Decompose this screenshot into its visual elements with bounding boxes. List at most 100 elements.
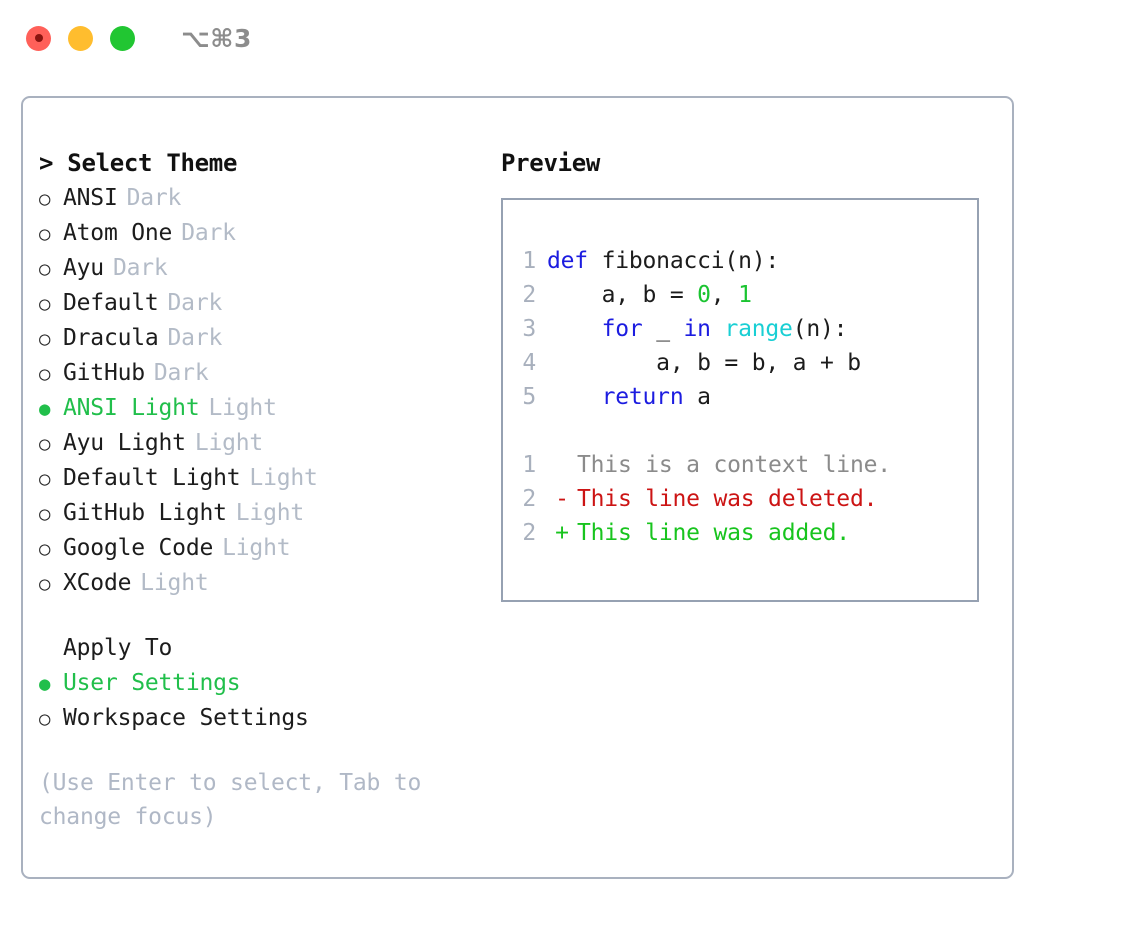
diff-marker: +: [555, 520, 569, 546]
theme-option-tag: Light: [235, 500, 305, 526]
diff-line-text: This is a context line.: [577, 452, 891, 478]
diff-line-text: This line was deleted.: [577, 486, 878, 512]
theme-option-label: Dracula: [63, 325, 159, 351]
code-token-kw: def: [547, 248, 602, 274]
theme-option-tag: Dark: [153, 360, 209, 386]
close-window-button[interactable]: [26, 25, 51, 51]
code-line-text: def fibonacci(n):: [547, 244, 779, 278]
theme-option-tag: Dark: [167, 325, 223, 351]
radio-unselected-icon: ○: [39, 538, 51, 560]
code-line-number: 2: [522, 282, 536, 308]
minimize-window-button[interactable]: [68, 25, 93, 51]
theme-option-tag: Dark: [112, 255, 168, 281]
radio-unselected-icon: ○: [39, 433, 51, 455]
code-token-kw: return: [601, 384, 698, 410]
code-token-kw: for: [601, 316, 657, 342]
theme-option-ayu-light[interactable]: ○ Ayu Light Light: [39, 426, 489, 461]
theme-option-label: XCode: [63, 570, 132, 596]
preview-heading: Preview: [501, 149, 601, 177]
radio-unselected-icon: ○: [39, 188, 51, 210]
apply-to-heading: ○ Apply To: [39, 631, 489, 666]
theme-option-default[interactable]: ○ Default Dark: [39, 286, 489, 321]
maximize-window-button[interactable]: [110, 25, 135, 51]
theme-option-tag: Dark: [167, 290, 223, 316]
radio-unselected-icon: ○: [39, 363, 51, 385]
code-token-fn: range: [724, 316, 793, 342]
code-line: 2 a, b = 0, 1: [517, 278, 977, 312]
diff-line-ctx: 1 This is a context line.: [517, 448, 977, 482]
apply-to-group: ○ Apply To ●User Settings○Workspace Sett…: [39, 631, 489, 736]
theme-option-tag: Light: [140, 570, 209, 596]
code-token-pl: _: [656, 316, 684, 342]
radio-unselected-icon: ○: [39, 293, 51, 315]
title-bar: ⌥⌘3: [0, 0, 1140, 76]
theme-option-label: Google Code: [63, 535, 214, 561]
radio-unselected-icon: ○: [39, 258, 51, 280]
theme-option-tag: Dark: [126, 185, 182, 211]
radio-selected-icon: ●: [39, 398, 51, 420]
theme-option-default-light[interactable]: ○ Default Light Light: [39, 461, 489, 496]
code-token-pl: fibonacci(n):: [601, 248, 780, 274]
code-token-pl: a, b = b, a + b: [547, 350, 861, 376]
code-line: 3 for _ in range(n):: [517, 312, 977, 346]
theme-option-label: Default Light: [63, 465, 241, 491]
theme-option-github-light[interactable]: ○ GitHub Light Light: [39, 496, 489, 531]
radio-unselected-icon: ○: [39, 573, 51, 595]
radio-unselected-icon: ○: [39, 223, 51, 245]
code-token-pl: ,: [710, 282, 739, 308]
code-line-text: a, b = b, a + b: [547, 346, 861, 380]
code-line: 4 a, b = b, a + b: [517, 346, 977, 380]
theme-option-ansi[interactable]: ○ ANSI Dark: [39, 181, 489, 216]
diff-preview: 1 This is a context line.2-This line was…: [517, 448, 977, 550]
traffic-lights: [26, 25, 135, 51]
apply-to-option-label: User Settings: [63, 670, 241, 696]
code-line: 5 return a: [517, 380, 977, 414]
theme-option-dracula[interactable]: ○ Dracula Dark: [39, 321, 489, 356]
diff-line-del: 2-This line was deleted.: [517, 482, 977, 516]
code-line-number: 5: [522, 384, 536, 410]
spacer-bullet-icon: ○: [39, 632, 63, 666]
radio-unselected-icon: ○: [39, 503, 51, 525]
code-token-pl: a: [697, 384, 711, 410]
apply-to-list[interactable]: ● User Settings ○Workspace Settings: [39, 666, 489, 736]
theme-option-xcode[interactable]: ○ XCode Light: [39, 566, 489, 601]
apply-to-option-user-settings[interactable]: ● User Settings: [39, 666, 489, 701]
code-line-number: 3: [522, 316, 536, 342]
code-token-num: 0: [697, 282, 711, 308]
theme-option-label: ANSI: [63, 185, 118, 211]
code-token-pl: (n):: [792, 316, 848, 342]
radio-selected-icon: ●: [39, 673, 51, 695]
theme-option-label: Ayu Light: [63, 430, 186, 456]
theme-option-label: Ayu: [63, 255, 104, 281]
radio-unselected-icon: ○: [39, 328, 51, 350]
diff-line-number: 2: [522, 520, 536, 546]
theme-option-label: Default: [63, 290, 159, 316]
select-theme-heading: > Select Theme: [39, 149, 238, 177]
keyboard-hint-text: (Use Enter to select, Tab to change focu…: [39, 770, 422, 830]
radio-unselected-icon: ○: [39, 468, 51, 490]
theme-option-ayu[interactable]: ○ Ayu Dark: [39, 251, 489, 286]
theme-option-tag: Light: [194, 430, 264, 456]
diff-line-number: 1: [522, 452, 536, 478]
theme-option-tag: Light: [249, 465, 318, 491]
apply-to-option-workspace-settings[interactable]: ○Workspace Settings: [39, 701, 489, 736]
apply-to-option-label: Workspace Settings: [63, 705, 309, 731]
diff-marker: [547, 448, 577, 482]
code-line-text: for _ in range(n):: [547, 312, 848, 346]
theme-option-label: ANSI Light: [63, 395, 200, 421]
code-line-text: return a: [547, 380, 711, 414]
theme-option-label: Atom One: [63, 220, 173, 246]
code-line-number: 4: [522, 350, 536, 376]
theme-option-label: GitHub Light: [63, 500, 227, 526]
